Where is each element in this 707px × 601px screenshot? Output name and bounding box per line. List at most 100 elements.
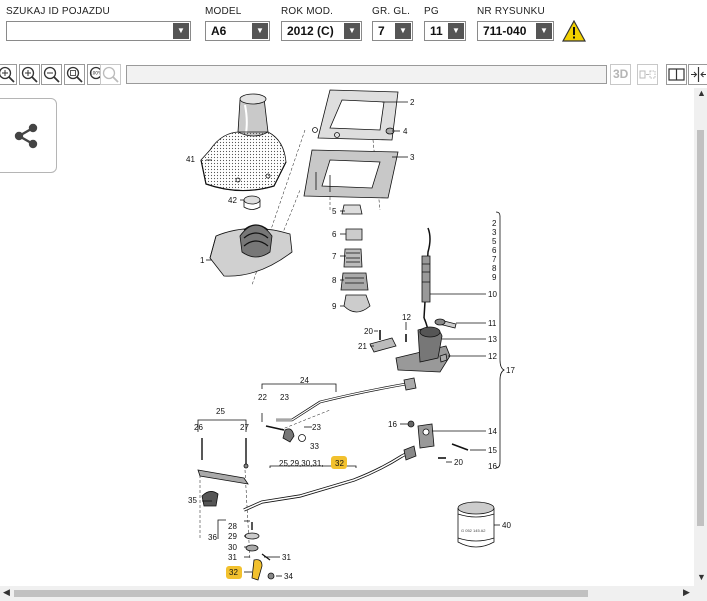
callout-31-left[interactable]: 31 — [228, 553, 237, 562]
bracket-item-6[interactable]: 6 — [492, 246, 497, 255]
drawing-value: 711-040 — [483, 24, 527, 38]
callout-20-upper[interactable]: 20 — [364, 327, 373, 336]
callout-32-part[interactable]: 32 — [229, 568, 238, 577]
highlight-32-group — [331, 456, 347, 469]
callout-7[interactable]: 7 — [332, 252, 337, 261]
group-33-list[interactable]: 25,29,30,31, — [279, 459, 323, 468]
callout-14[interactable]: 14 — [488, 427, 497, 436]
callout-30[interactable]: 30 — [228, 543, 237, 552]
scroll-right-arrow-icon[interactable]: ▶ — [683, 587, 690, 597]
callout-12-right[interactable]: 12 — [488, 352, 497, 361]
scroll-down-arrow-icon[interactable]: ▼ — [697, 572, 706, 582]
drawing-label: NR RYSUNKU — [477, 6, 545, 17]
zoom-out-icon — [43, 66, 60, 83]
callout-3[interactable]: 3 — [410, 153, 415, 162]
callout-5[interactable]: 5 — [332, 207, 337, 216]
zoom-in-alt-button[interactable] — [19, 64, 40, 85]
bracket-item-9[interactable]: 9 — [492, 273, 497, 282]
chevron-down-icon[interactable]: ▼ — [173, 23, 189, 39]
horizontal-scrollbar[interactable]: ◀ ▶ — [0, 586, 694, 601]
vertical-scroll-thumb[interactable] — [697, 130, 704, 526]
view-3d-button[interactable]: 3D — [610, 64, 631, 85]
bracket-item-5[interactable]: 5 — [492, 237, 497, 246]
drawing-select[interactable]: 711-040 ▼ — [477, 21, 554, 41]
callout-2[interactable]: 2 — [410, 98, 415, 107]
group-select[interactable]: 7 ▼ — [372, 21, 413, 41]
horizontal-scroll-thumb[interactable] — [14, 590, 588, 597]
collapse-panel-button[interactable] — [688, 64, 707, 85]
callout-21[interactable]: 21 — [358, 342, 367, 351]
callout-16-right[interactable]: 16 — [488, 462, 497, 471]
callout-24[interactable]: 24 — [300, 376, 309, 385]
callout-28[interactable]: 28 — [228, 522, 237, 531]
callout-32-group[interactable]: 32 — [335, 459, 344, 468]
callout-8[interactable]: 8 — [332, 276, 337, 285]
chevron-down-icon[interactable]: ▼ — [252, 23, 268, 39]
callout-33[interactable]: 33 — [310, 442, 319, 451]
callout-29[interactable]: 29 — [228, 532, 237, 541]
chevron-down-icon[interactable]: ▼ — [536, 23, 552, 39]
callout-31-right[interactable]: 31 — [282, 553, 291, 562]
callout-23-lower[interactable]: 23 — [312, 423, 321, 432]
parts-diagram-svg[interactable]: 2 4 3 5 6 7 8 9 41 42 1 2 3 5 6 7 8 9 10… — [0, 88, 694, 586]
warning-icon[interactable] — [562, 20, 586, 42]
bracket-item-2[interactable]: 2 — [492, 219, 497, 228]
scroll-left-arrow-icon[interactable]: ◀ — [3, 587, 10, 597]
callout-13[interactable]: 13 — [488, 335, 497, 344]
subgroup-select[interactable]: 11 ▼ — [424, 21, 466, 41]
callout-36[interactable]: 36 — [208, 533, 217, 542]
subgroup-label: PG — [424, 6, 439, 17]
callout-9[interactable]: 9 — [332, 302, 337, 311]
year-select[interactable]: 2012 (C) ▼ — [281, 21, 362, 41]
explode-icon — [639, 70, 656, 79]
magnifier-icon — [102, 66, 119, 83]
callout-11[interactable]: 11 — [488, 319, 497, 328]
share-icon — [14, 123, 38, 149]
callout-22[interactable]: 22 — [258, 393, 267, 402]
callout-34[interactable]: 34 — [284, 572, 293, 581]
vertical-scrollbar[interactable]: ▲ ▼ — [694, 88, 707, 586]
scrollbar-corner — [694, 586, 707, 601]
zoom-fit-button[interactable] — [64, 64, 85, 85]
callout-25[interactable]: 25 — [216, 407, 225, 416]
chevron-down-icon[interactable]: ▼ — [344, 23, 360, 39]
parts-diagram[interactable]: 2 4 3 5 6 7 8 9 41 42 1 2 3 5 6 7 8 9 10… — [0, 88, 694, 586]
zoom-select-button[interactable] — [100, 64, 121, 85]
zoom-in-button[interactable] — [0, 64, 17, 85]
callout-10[interactable]: 10 — [488, 290, 497, 299]
callout-26[interactable]: 26 — [194, 423, 203, 432]
search-path-bar[interactable] — [126, 65, 607, 84]
zoom-out-button[interactable] — [41, 64, 62, 85]
callout-41[interactable]: 41 — [186, 155, 195, 164]
callout-35[interactable]: 35 — [188, 496, 197, 505]
group-label: GR. GL. — [372, 6, 411, 17]
chevron-down-icon[interactable]: ▼ — [395, 23, 411, 39]
split-view-button[interactable] — [666, 64, 687, 85]
callout-4[interactable]: 4 — [403, 127, 408, 136]
split-view-icon — [668, 68, 685, 81]
callout-12-left[interactable]: 12 — [402, 313, 411, 322]
callout-23-upper[interactable]: 23 — [280, 393, 289, 402]
bracket-item-7[interactable]: 7 — [492, 255, 497, 264]
vehicle-id-select[interactable]: ▼ — [6, 21, 191, 41]
model-select[interactable]: A6 ▼ — [205, 21, 270, 41]
share-button[interactable] — [0, 98, 57, 173]
callout-40[interactable]: 40 — [502, 521, 511, 530]
collapse-arrows-icon — [691, 67, 706, 82]
callout-42[interactable]: 42 — [228, 196, 237, 205]
callout-15[interactable]: 15 — [488, 446, 497, 455]
callout-17[interactable]: 17 — [506, 366, 515, 375]
year-value: 2012 (C) — [287, 24, 334, 38]
zoom-fit-icon — [66, 66, 83, 83]
scroll-up-arrow-icon[interactable]: ▲ — [697, 88, 706, 98]
bracket-item-8[interactable]: 8 — [492, 264, 497, 273]
bracket-item-3[interactable]: 3 — [492, 228, 497, 237]
callout-1[interactable]: 1 — [200, 256, 205, 265]
callout-16-left[interactable]: 16 — [388, 420, 397, 429]
callout-6[interactable]: 6 — [332, 230, 337, 239]
viewer-toolbar: 100% 3D — [0, 63, 707, 87]
chevron-down-icon[interactable]: ▼ — [448, 23, 464, 39]
callout-20-lower[interactable]: 20 — [454, 458, 463, 467]
callout-27[interactable]: 27 — [240, 423, 249, 432]
explode-view-button[interactable] — [637, 64, 658, 85]
